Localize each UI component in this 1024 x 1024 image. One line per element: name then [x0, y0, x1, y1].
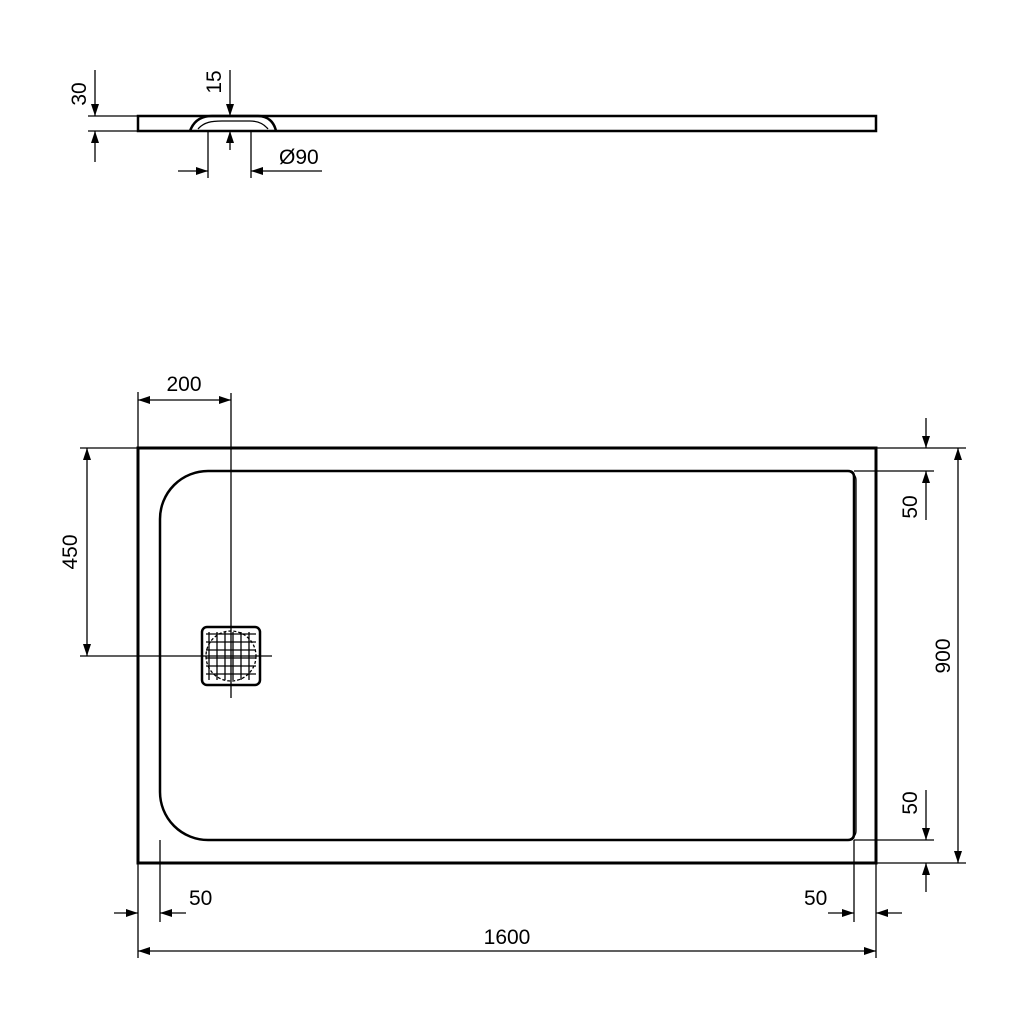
rim-left-label: 50: [189, 887, 212, 910]
tray-profile: [136, 114, 878, 133]
inner-basin: [158, 469, 856, 842]
dimension-rim-right: 50: [804, 840, 902, 922]
height-label: 30: [68, 82, 91, 105]
overall-depth-label: 900: [932, 638, 955, 673]
drain-recess-inner: [197, 120, 269, 130]
dimension-drain-offset-x: 200: [137, 373, 231, 448]
dimension-rim-left: 50: [114, 840, 212, 922]
drain-recess: [188, 114, 278, 132]
dimension-drain-depth-15: 15: [203, 70, 234, 150]
rim-edge-right: [847, 470, 857, 841]
drain-offset-y-label: 450: [59, 534, 82, 569]
dimension-rim-top: 50: [854, 418, 934, 520]
rim-bottom-label: 50: [899, 791, 922, 814]
rim-top-label: 50: [899, 495, 922, 518]
dimension-overall-depth: 900: [876, 447, 966, 864]
drain-diameter-label: Ø90: [279, 146, 319, 169]
dimension-drain-offset-y: 450: [59, 447, 138, 656]
overall-width-label: 1600: [484, 926, 531, 949]
drain-depth-label: 15: [203, 70, 226, 93]
dimension-drain-diameter: Ø90: [178, 131, 322, 178]
dimension-height-30: 30: [68, 70, 138, 162]
top-view: 200 450 1600 50: [59, 373, 966, 958]
dimension-overall-width: 1600: [137, 863, 877, 958]
side-view: 30 15 Ø90: [68, 70, 878, 178]
dimension-rim-bottom: 50: [854, 790, 934, 892]
drain-offset-x-label: 200: [166, 373, 201, 396]
rim-right-label: 50: [804, 887, 827, 910]
